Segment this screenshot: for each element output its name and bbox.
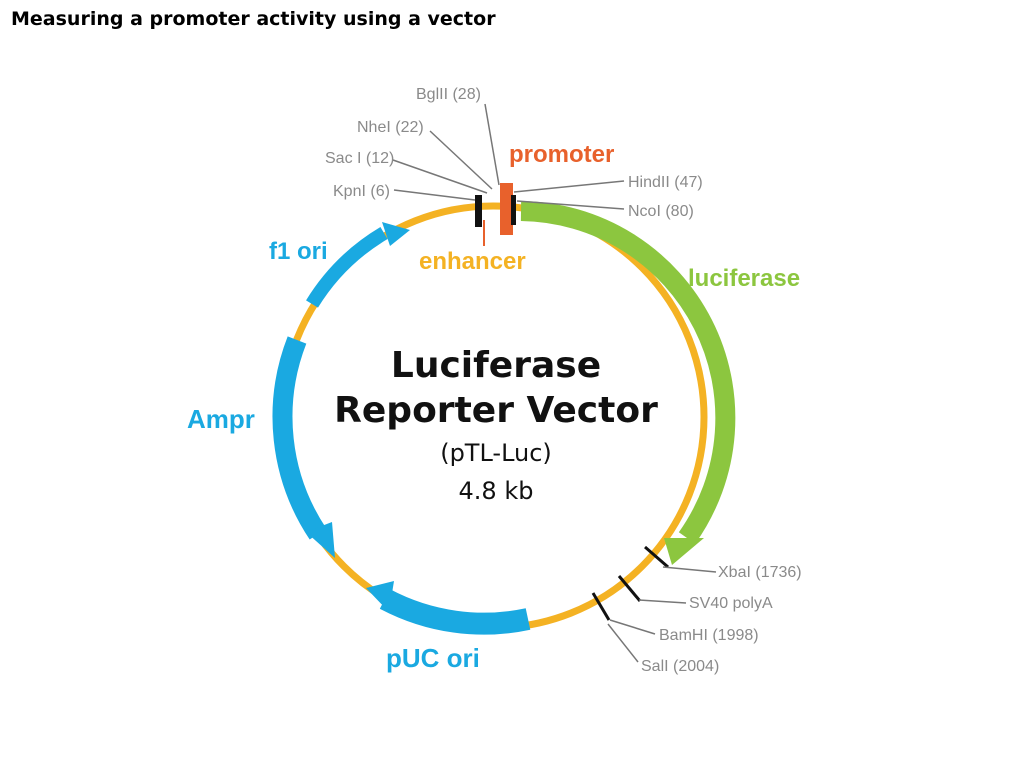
site-xbai: XbaI (1736) (718, 564, 802, 581)
luciferase-label: luciferase (688, 265, 800, 292)
site-bamhi: BamHI (1998) (659, 627, 759, 644)
site-nhei: NheI (22) (357, 119, 424, 136)
kpni-leader (393, 189, 476, 201)
f1-ori-arrowhead (382, 222, 410, 246)
puc-ori-label: pUC ori (386, 643, 480, 673)
plasmid-name-line2: Reporter Vector (334, 390, 658, 431)
ampr-arrowhead (306, 522, 335, 558)
site-sali: SalI (2004) (641, 658, 719, 675)
ampr-arc (272, 336, 327, 540)
site-sv40-polya: SV40 polyA (689, 595, 773, 612)
nhei-leader (429, 130, 493, 190)
promoter-label: promoter (509, 141, 614, 168)
hindiii-leader (513, 180, 625, 193)
enhancer-label: enhancer (419, 248, 526, 275)
sv40-tick (617, 575, 642, 602)
site-ncoi: NcoI (80) (628, 203, 694, 220)
bamhi-leader (609, 619, 656, 635)
site-saci: Sac I (12) (325, 150, 394, 167)
luciferase-arc (520, 201, 736, 544)
sali-leader (607, 623, 639, 663)
site-kpni: KpnI (6) (333, 183, 390, 200)
luciferase-arrowhead (664, 538, 704, 565)
bglii-leader (484, 103, 500, 186)
ampr-label: Ampr (187, 404, 255, 434)
saci-leader (392, 159, 488, 194)
plasmid-name-line1: Luciferase (391, 345, 601, 386)
promoter-marker (500, 183, 513, 235)
puc-ori-arrowhead (366, 581, 394, 612)
f1-ori-arc (306, 226, 388, 308)
slide-title: Measuring a promoter activity using a ve… (11, 8, 496, 30)
plasmid-size: 4.8 kb (459, 477, 534, 505)
puc-ori-arc (379, 589, 531, 635)
plasmid-code: (pTL-Luc) (440, 439, 552, 467)
xbai-tick (644, 545, 669, 569)
promoter-edge-marker (511, 195, 516, 225)
xbai-leader (662, 566, 717, 573)
f1-ori-label: f1 ori (269, 238, 328, 265)
bamhi-tick (591, 592, 611, 621)
site-hindiii: HindII (47) (628, 174, 703, 191)
site-bglii: BglII (28) (416, 86, 481, 103)
ncoi-leader (516, 200, 625, 210)
enhancer-marker (475, 195, 482, 227)
sv40-leader (638, 599, 687, 604)
